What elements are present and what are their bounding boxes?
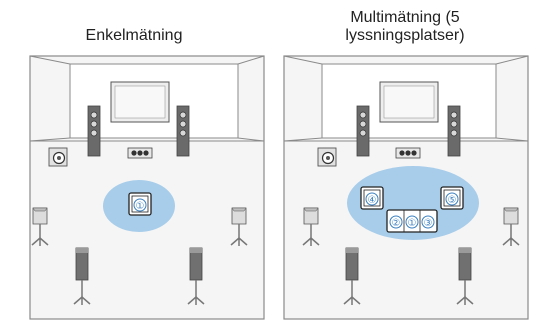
subwoofer-icon [48, 147, 68, 167]
subwoofer-icon [317, 147, 337, 167]
listening-area [347, 166, 479, 240]
front-left-speaker-icon [87, 105, 101, 157]
position-number: ② [392, 218, 401, 229]
center-speaker-icon [127, 147, 153, 159]
tv-icon [379, 81, 439, 123]
position-number: ① [136, 201, 145, 212]
position-number: ③ [424, 218, 433, 229]
position-marker [133, 198, 147, 212]
front-right-speaker-icon [447, 105, 461, 157]
front-right-speaker-icon [176, 105, 190, 157]
multi-measurement-title: Multimätning (5 lyssningsplatser) [283, 9, 527, 45]
single-measurement-title: Enkelmätning [85, 27, 183, 44]
position-marker [445, 192, 459, 206]
position-marker [365, 192, 379, 206]
position-marker [389, 215, 403, 229]
position-number: ④ [368, 195, 377, 206]
position-marker [421, 215, 435, 229]
multi-measurement-title-line-1: Multimätning (5 [350, 9, 460, 26]
front-left-speaker-icon [356, 105, 370, 157]
tv-icon [110, 81, 170, 123]
position-marker [405, 215, 419, 229]
multi-measurement-title-line-2: lyssningsplatser) [345, 27, 465, 44]
center-speaker-icon [395, 147, 421, 159]
position-number: ⑤ [448, 195, 457, 206]
position-number: ① [408, 218, 417, 229]
